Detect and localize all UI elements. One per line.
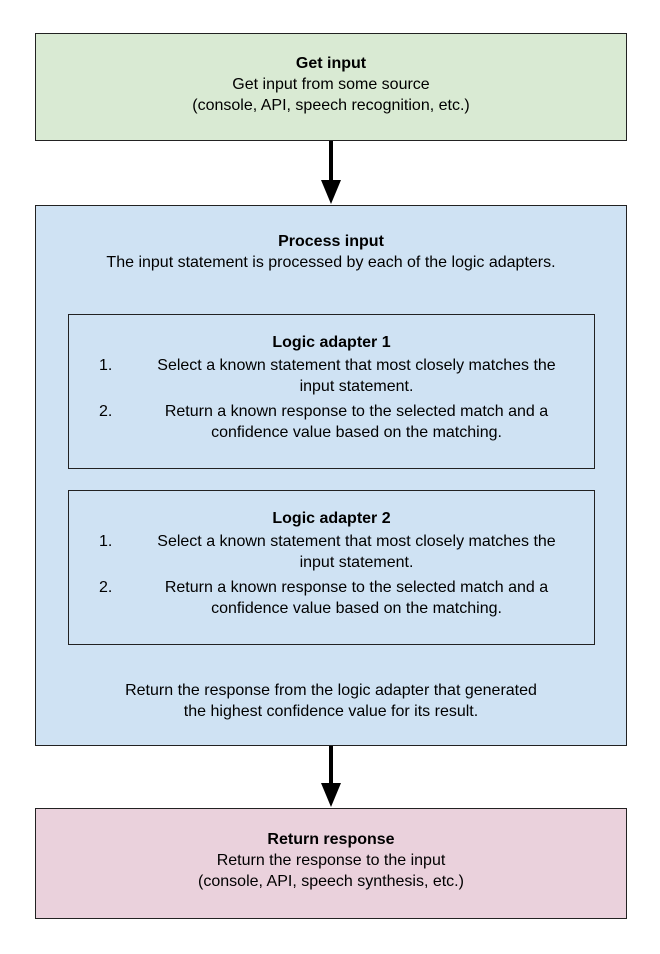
list-item: 1. Select a known statement that most cl…	[69, 355, 594, 397]
list-item: 2. Return a known response to the select…	[69, 577, 594, 619]
arrow-process-to-return	[321, 746, 341, 807]
process-input-title: Process input	[278, 233, 384, 250]
list-item: 2. Return a known response to the select…	[69, 401, 594, 443]
step-number: 1.	[99, 533, 113, 550]
arrow-get-to-process	[321, 141, 341, 204]
logic-adapter-2-title: Logic adapter 2	[272, 510, 391, 527]
step-text: Select a known statement that most close…	[157, 357, 556, 395]
get-input-line-2: (console, API, speech recognition, etc.)	[192, 97, 470, 114]
return-response-box: Return response Return the response to t…	[35, 808, 627, 919]
step-text: Select a known statement that most close…	[157, 533, 556, 571]
step-text: Return a known response to the selected …	[164, 579, 549, 617]
logic-adapter-1-steps: 1. Select a known statement that most cl…	[69, 355, 594, 447]
get-input-box: Get input Get input from some source (co…	[35, 33, 627, 141]
step-text: Return a known response to the selected …	[164, 403, 549, 441]
list-item: 1. Select a known statement that most cl…	[69, 531, 594, 573]
process-input-description: The input statement is processed by each…	[106, 254, 556, 271]
return-response-title: Return response	[267, 831, 395, 848]
get-input-title: Get input	[295, 55, 367, 72]
logic-adapter-1-title: Logic adapter 1	[272, 334, 391, 351]
return-response-line-1: Return the response to the input	[216, 852, 446, 869]
process-input-footer-line-2: the highest confidence value for its res…	[183, 703, 479, 720]
step-number: 2.	[99, 579, 113, 596]
logic-adapter-2-box: Logic adapter 2 1. Select a known statem…	[68, 490, 595, 645]
step-number: 1.	[99, 357, 113, 374]
process-input-footer-line-1: Return the response from the logic adapt…	[125, 682, 537, 699]
step-number: 2.	[99, 403, 113, 420]
process-input-box: Process input The input statement is pro…	[35, 205, 627, 746]
return-response-line-2: (console, API, speech synthesis, etc.)	[198, 873, 464, 890]
logic-adapter-2-steps: 1. Select a known statement that most cl…	[69, 531, 594, 623]
get-input-line-1: Get input from some source	[232, 76, 430, 93]
logic-adapter-1-box: Logic adapter 1 1. Select a known statem…	[68, 314, 595, 469]
